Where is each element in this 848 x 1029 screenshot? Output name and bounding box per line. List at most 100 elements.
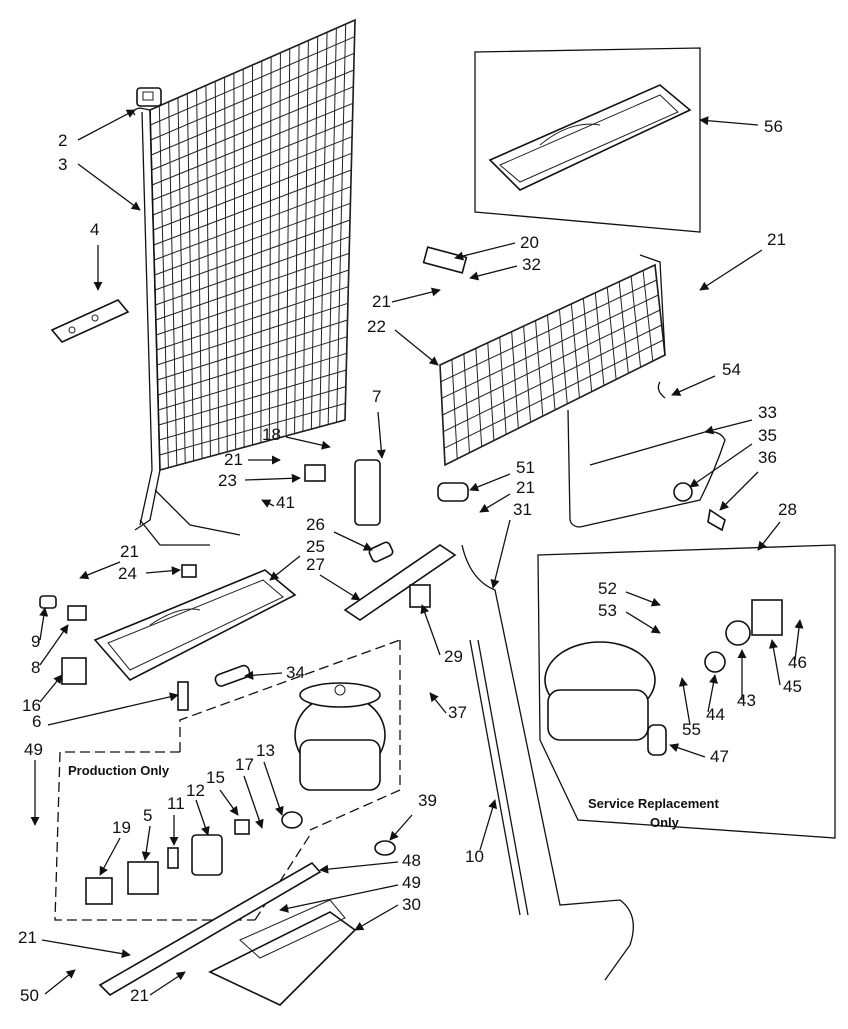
leader-line-c21a [699,249,763,291]
callout-c53: 53 [598,601,617,620]
leader-line-c47 [669,743,706,758]
leader-line-c21f [41,939,131,959]
leader-line-c9 [39,607,49,641]
callout-c31: 31 [513,500,532,519]
leader-line-c45 [768,639,781,686]
service-replacement-caption-line1: Service Replacement [588,796,719,811]
leader-line-c32 [469,265,518,281]
leader-line-c56 [699,116,759,126]
callout-c29: 29 [444,647,463,666]
leader-line-c36 [719,471,759,511]
leader-line-c54 [671,375,716,396]
leader-line-c21e [79,561,121,580]
callout-c32: 32 [522,255,541,274]
callout-c44: 44 [706,705,725,724]
callout-c56: 56 [764,117,783,136]
callout-c33: 33 [758,403,777,422]
leader-line-c30 [354,904,399,931]
callout-c2: 2 [58,131,67,150]
leader-line-c46 [794,619,804,661]
leader-line-c31 [490,519,511,589]
callout-c47: 47 [710,747,729,766]
callout-c39: 39 [418,791,437,810]
leader-line-c37 [429,692,447,714]
compressor [294,682,386,791]
production-only-box [54,639,401,921]
callout-c3: 3 [58,155,67,174]
callout-c50: 50 [20,986,39,1005]
leader-line-c53 [625,611,661,634]
callout-c21e: 21 [120,542,139,561]
small-parts [39,246,726,905]
callout-c24: 24 [118,564,137,583]
leader-line-c10 [479,799,498,851]
leader-line-c20 [454,242,516,261]
callout-c25: 25 [306,537,325,556]
leader-line-c23 [244,473,301,483]
leader-line-c24 [145,566,181,576]
leader-line-c51 [469,473,511,492]
drain-pan [93,569,297,681]
callout-c37: 37 [448,703,467,722]
leader-line-c28 [757,521,781,551]
callout-c8: 8 [31,658,40,677]
leader-line-c39 [389,814,413,841]
leader-line-c19 [99,837,121,876]
callout-c13: 13 [256,741,275,760]
callout-c45: 45 [783,677,802,696]
service-replacement-caption-line2: Only [650,815,680,830]
callout-c51: 51 [516,458,535,477]
drain-pan-box [474,47,701,233]
leader-line-c52 [625,591,661,607]
leader-line-c15 [219,789,239,816]
leader-line-c44 [707,674,718,713]
leader-line-c41 [261,499,275,508]
leader-line-c50 [44,969,76,995]
callout-c4: 4 [90,220,99,239]
production-only-caption: Production Only [68,763,170,778]
leader-line-c8 [39,624,69,666]
callout-c30: 30 [402,895,421,914]
callout-c49b: 49 [402,873,421,892]
callout-c17: 17 [235,755,254,774]
leader-line-c6 [47,692,179,726]
leader-line-c3 [77,163,141,211]
leader-line-c18 [285,436,331,450]
callout-c36: 36 [758,448,777,467]
leader-line-c55 [678,677,691,726]
callout-c5: 5 [143,806,152,825]
callout-c6: 6 [32,712,41,731]
callout-c22: 22 [367,317,386,336]
leader-line-c5 [141,825,151,861]
leader-line-c16 [39,674,63,703]
leader-line-c26 [333,531,373,551]
callout-c20: 20 [520,233,539,252]
callout-c54: 54 [722,360,741,379]
callout-c21a: 21 [767,230,786,249]
leader-line-c48 [319,861,399,874]
leader-line-c21g [149,971,186,996]
callout-c43: 43 [737,691,756,710]
leader-line-c21d [479,493,511,513]
callout-c16: 16 [22,696,41,715]
leader-line-c13 [263,761,284,816]
callout-c18: 18 [262,425,281,444]
callout-c52: 52 [598,579,617,598]
callout-c21f: 21 [18,928,37,947]
callout-c21g: 21 [130,986,149,1005]
callout-c15: 15 [206,768,225,787]
callout-c10: 10 [465,847,484,866]
callout-c21d: 21 [516,478,535,497]
leader-line-c17 [243,775,264,829]
leader-line-c34 [244,670,283,680]
callout-c9: 9 [31,632,40,651]
callout-c46: 46 [788,653,807,672]
leader-line-c49b [279,884,399,913]
callout-c7: 7 [372,387,381,406]
callout-c19: 19 [112,818,131,837]
evaporator-coil [439,254,666,467]
callout-c35: 35 [758,426,777,445]
callout-c12: 12 [186,781,205,800]
leader-line-c12 [195,799,210,836]
